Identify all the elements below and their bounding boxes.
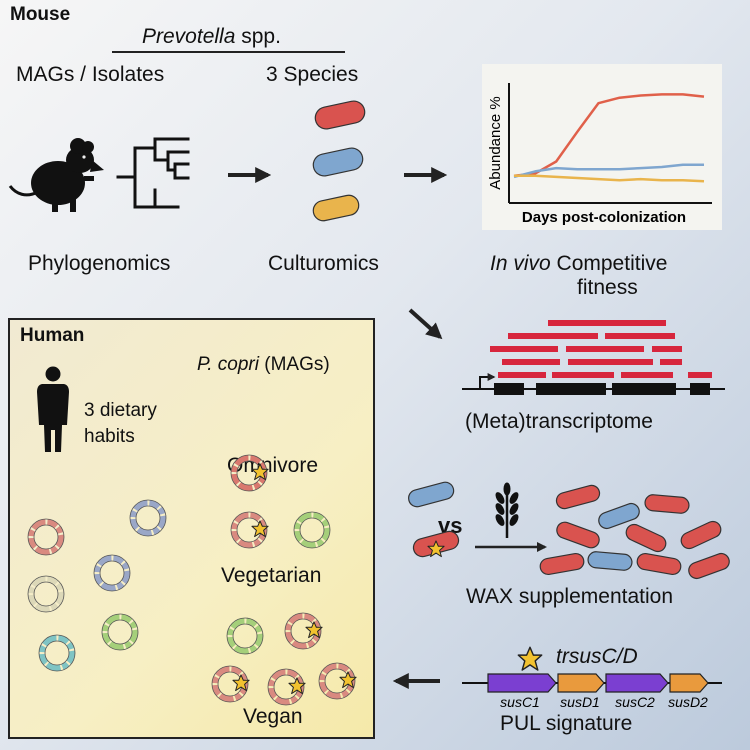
prevotella-suffix: spp. — [235, 25, 281, 48]
wax-competitors — [408, 481, 460, 558]
chart-ylabel: Abundance % — [487, 96, 504, 189]
diet-line2: habits — [84, 426, 135, 447]
vegan-label: Vegan — [243, 705, 303, 728]
abundance-chart: Abundance % Days post-colonization — [482, 64, 722, 230]
gene-susC2 — [605, 673, 669, 693]
plasmid-icon — [38, 634, 76, 672]
wax-outcome-bacteria — [539, 484, 730, 580]
three-species-label: 3 Species — [266, 63, 359, 86]
mouse-icon — [8, 138, 104, 212]
pcopri-italic: P. copri — [197, 354, 259, 375]
pul-gene-track: susC1 susD1 susC2 susD2 — [462, 673, 722, 710]
plasmid-icon — [27, 518, 65, 556]
culturomics-label: Culturomics — [268, 252, 379, 275]
invivo-label: In vivo Competitive — [490, 252, 667, 276]
prevotella-header: Prevotella spp. — [142, 25, 281, 49]
pcopri-label: P. copri (MAGs) — [197, 354, 330, 376]
human-panel — [8, 318, 375, 739]
plasmid-icon — [318, 662, 357, 700]
plasmid-icon — [230, 511, 269, 549]
plasmid-icon — [93, 554, 131, 592]
species-yellow — [312, 194, 360, 222]
plasmid-group — [27, 454, 357, 706]
chart-series-line-1 — [513, 163, 704, 179]
gene-label-susC2: susC2 — [615, 694, 655, 710]
invivo-rest: Competitive — [550, 252, 668, 275]
trsus-star-icon — [517, 646, 543, 671]
gene-label-susC1: susC1 — [500, 694, 540, 710]
chart-series-line-2 — [514, 174, 705, 183]
plasmid-icon — [230, 454, 269, 492]
chart-background — [482, 64, 722, 230]
plasmid-icon — [27, 575, 65, 613]
mags-isolates-label: MAGs / Isolates — [16, 63, 165, 86]
plasmid-icon — [129, 499, 167, 537]
invivo-italic: In vivo — [490, 252, 551, 275]
prevotella-genus: Prevotella — [142, 25, 236, 48]
genome-track — [462, 373, 725, 395]
vegetarian-label: Vegetarian — [221, 564, 322, 587]
wheat-icon — [495, 482, 519, 538]
omnivore-label: Omnivore — [227, 454, 319, 477]
species-blue — [312, 147, 364, 177]
metatranscriptome-label: (Meta)transcriptome — [465, 410, 653, 433]
plasmid-icon — [211, 665, 250, 703]
plasmid-icon — [293, 511, 331, 549]
fitness-label: fitness — [577, 276, 638, 299]
human-title: Human — [20, 325, 85, 346]
species-red — [314, 100, 366, 130]
transcript-reads — [490, 320, 712, 378]
arrow-to-transcriptome — [408, 308, 443, 340]
trsus-label: trsusC/D — [556, 645, 638, 668]
plasmid-icon — [101, 613, 139, 651]
gene-label-susD1: susD1 — [560, 694, 600, 710]
chart-xlabel: Days post-colonization — [522, 209, 686, 226]
plasmid-icon — [284, 612, 323, 650]
gene-susC1 — [487, 673, 557, 693]
diet-line1: 3 dietary — [84, 400, 157, 421]
chart-series-line-0 — [513, 93, 705, 178]
pul-signature-label: PUL signature — [500, 712, 633, 735]
promoter-arrow-icon — [479, 373, 496, 389]
wax-label: WAX supplementation — [466, 585, 673, 608]
mouse-title: Mouse — [10, 4, 71, 25]
gene-susD1 — [557, 673, 605, 693]
plasmid-icon — [226, 617, 264, 655]
gene-label-susD2: susD2 — [668, 694, 708, 710]
plasmid-icon — [267, 668, 306, 706]
human-icon — [37, 366, 69, 452]
phylogenomics-label: Phylogenomics — [28, 252, 171, 275]
phylogenetic-tree-icon — [116, 137, 190, 209]
gene-susD2 — [669, 673, 709, 693]
pcopri-rest: (MAGs) — [258, 354, 330, 375]
